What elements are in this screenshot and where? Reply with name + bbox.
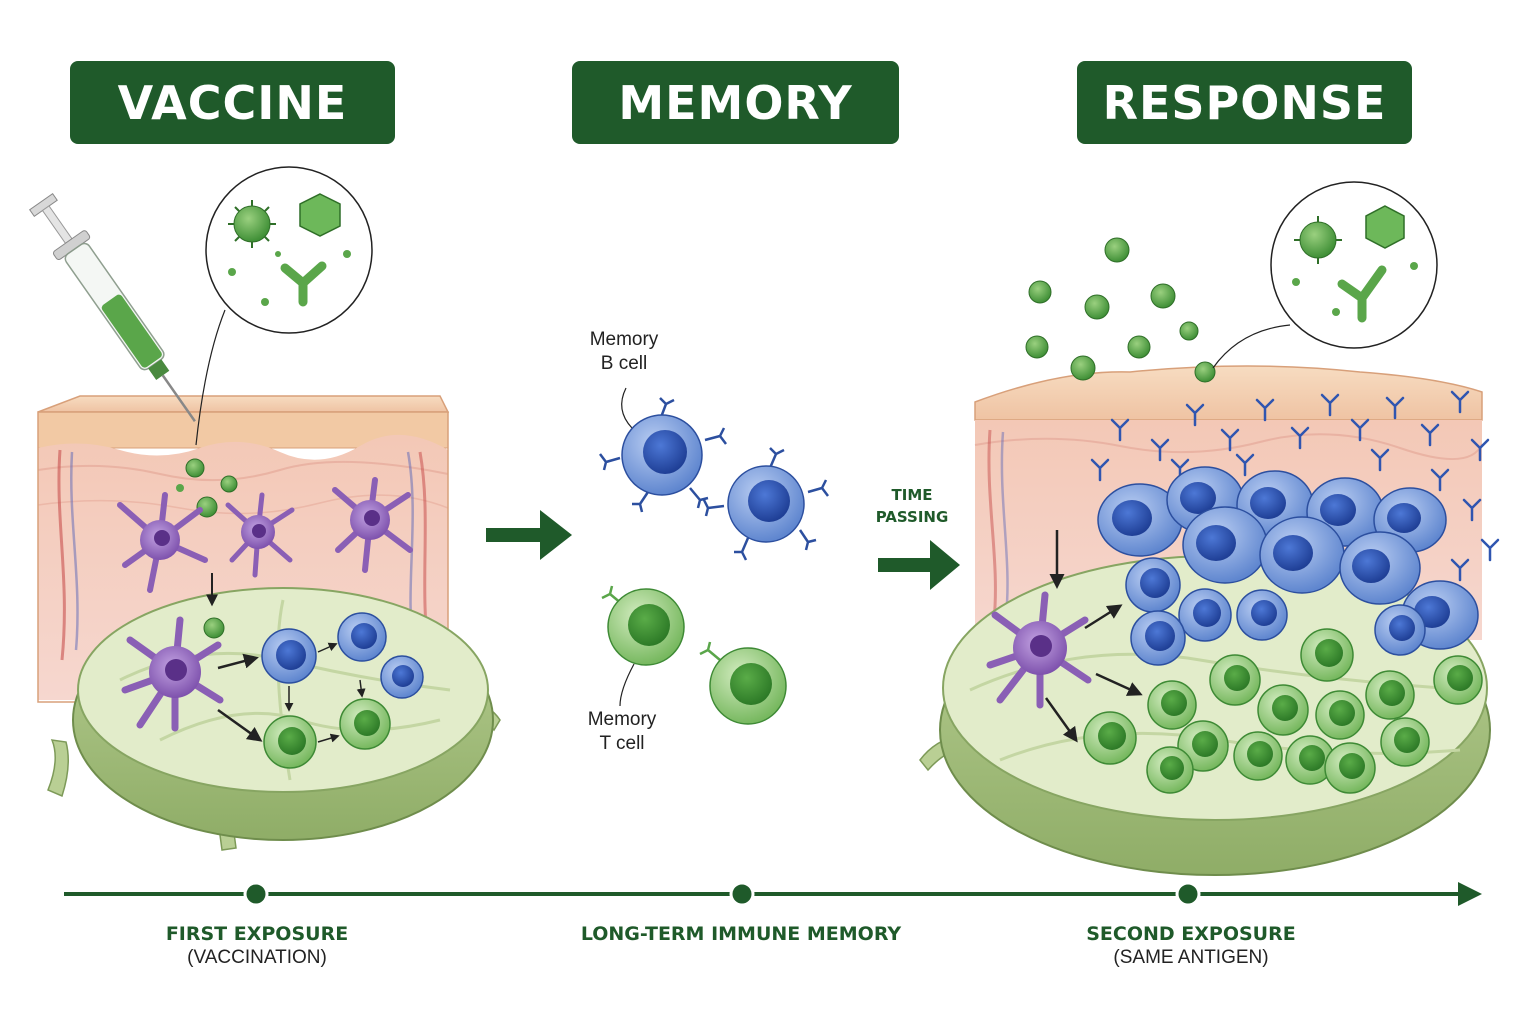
response-polyhedral-virus-icon <box>1365 205 1405 249</box>
timeline-marker-first <box>243 881 269 907</box>
dendritic-cell-node <box>121 616 224 732</box>
transition-arrow-1 <box>486 510 572 560</box>
vaccine-panel <box>29 166 501 851</box>
second-exposure-subtitle: (SAME ANTIGEN) <box>1113 947 1269 968</box>
memory-t-cell-2 <box>699 641 787 725</box>
memory-b-label-line2: B cell <box>600 353 648 374</box>
response-b-cells <box>1125 557 1426 666</box>
node-t-cell-2 <box>339 698 391 750</box>
timeline-label-first: FIRST EXPOSURE (VACCINATION) <box>102 922 412 970</box>
response-title: RESPONSE <box>1102 75 1387 130</box>
memory-b-label-line1: Memory <box>589 329 659 350</box>
memory-b-cell-2 <box>702 447 829 561</box>
memory-t-label-line2: T cell <box>599 733 645 754</box>
dendritic-cell-skin-2 <box>225 492 295 578</box>
memory-title: MEMORY <box>618 75 853 130</box>
response-antibody-icon <box>1337 265 1387 323</box>
memory-t-label-line1: Memory <box>587 709 657 730</box>
transition-arrow-2 <box>878 540 960 590</box>
memory-b-cell-1 <box>599 397 727 513</box>
response-virus-icon <box>1294 216 1342 264</box>
time-passing-label: TIME PASSING <box>862 484 962 528</box>
first-exposure-title: FIRST EXPOSURE <box>165 923 349 945</box>
injected-antigens <box>176 458 238 639</box>
syringe-icon <box>29 192 196 422</box>
incoming-antigens <box>1025 237 1216 383</box>
virus-icon <box>228 200 276 248</box>
memory-banner: MEMORY <box>572 61 899 144</box>
response-antigen-bubble <box>1212 181 1438 369</box>
node-b-cell-2 <box>337 612 387 662</box>
antigen-bubble <box>195 166 373 446</box>
secreted-antibodies <box>1090 390 1500 582</box>
polyhedral-virus-icon <box>299 193 341 237</box>
node-arrows <box>217 642 366 743</box>
timeline <box>64 881 1482 907</box>
long-term-memory-title: LONG-TERM IMMUNE MEMORY <box>580 923 902 945</box>
timeline-marker-memory <box>729 881 755 907</box>
first-exposure-subtitle: (VACCINATION) <box>187 947 327 968</box>
memory-t-cell-label: Memory T cell <box>562 708 682 756</box>
response-plasma-cells <box>1097 466 1479 650</box>
memory-panel <box>599 387 829 725</box>
antibody-icon <box>280 261 327 307</box>
response-dendritic-cell <box>986 591 1092 709</box>
node-b-cell-3 <box>380 655 424 699</box>
memory-b-cell-label: Memory B cell <box>564 328 684 376</box>
memory-t-cell-1 <box>601 585 685 666</box>
timeline-label-second: SECOND EXPOSURE (SAME ANTIGEN) <box>1036 922 1346 970</box>
response-t-cells <box>1083 628 1483 794</box>
dendritic-cell-skin-1 <box>117 492 208 593</box>
response-arrows <box>1044 530 1143 743</box>
vaccine-title: VACCINE <box>117 75 348 130</box>
node-t-cell-1 <box>263 715 317 769</box>
dendritic-cell-skin-3 <box>332 477 413 573</box>
timeline-label-memory: LONG-TERM IMMUNE MEMORY <box>560 922 922 946</box>
response-banner: RESPONSE <box>1077 61 1412 144</box>
time-passing-line2: PASSING <box>875 508 949 526</box>
timeline-marker-second <box>1175 881 1201 907</box>
second-exposure-title: SECOND EXPOSURE <box>1086 923 1296 945</box>
time-passing-line1: TIME <box>891 486 933 504</box>
node-b-cell-1 <box>261 628 317 684</box>
vaccine-banner: VACCINE <box>70 61 395 144</box>
response-panel <box>919 181 1500 876</box>
